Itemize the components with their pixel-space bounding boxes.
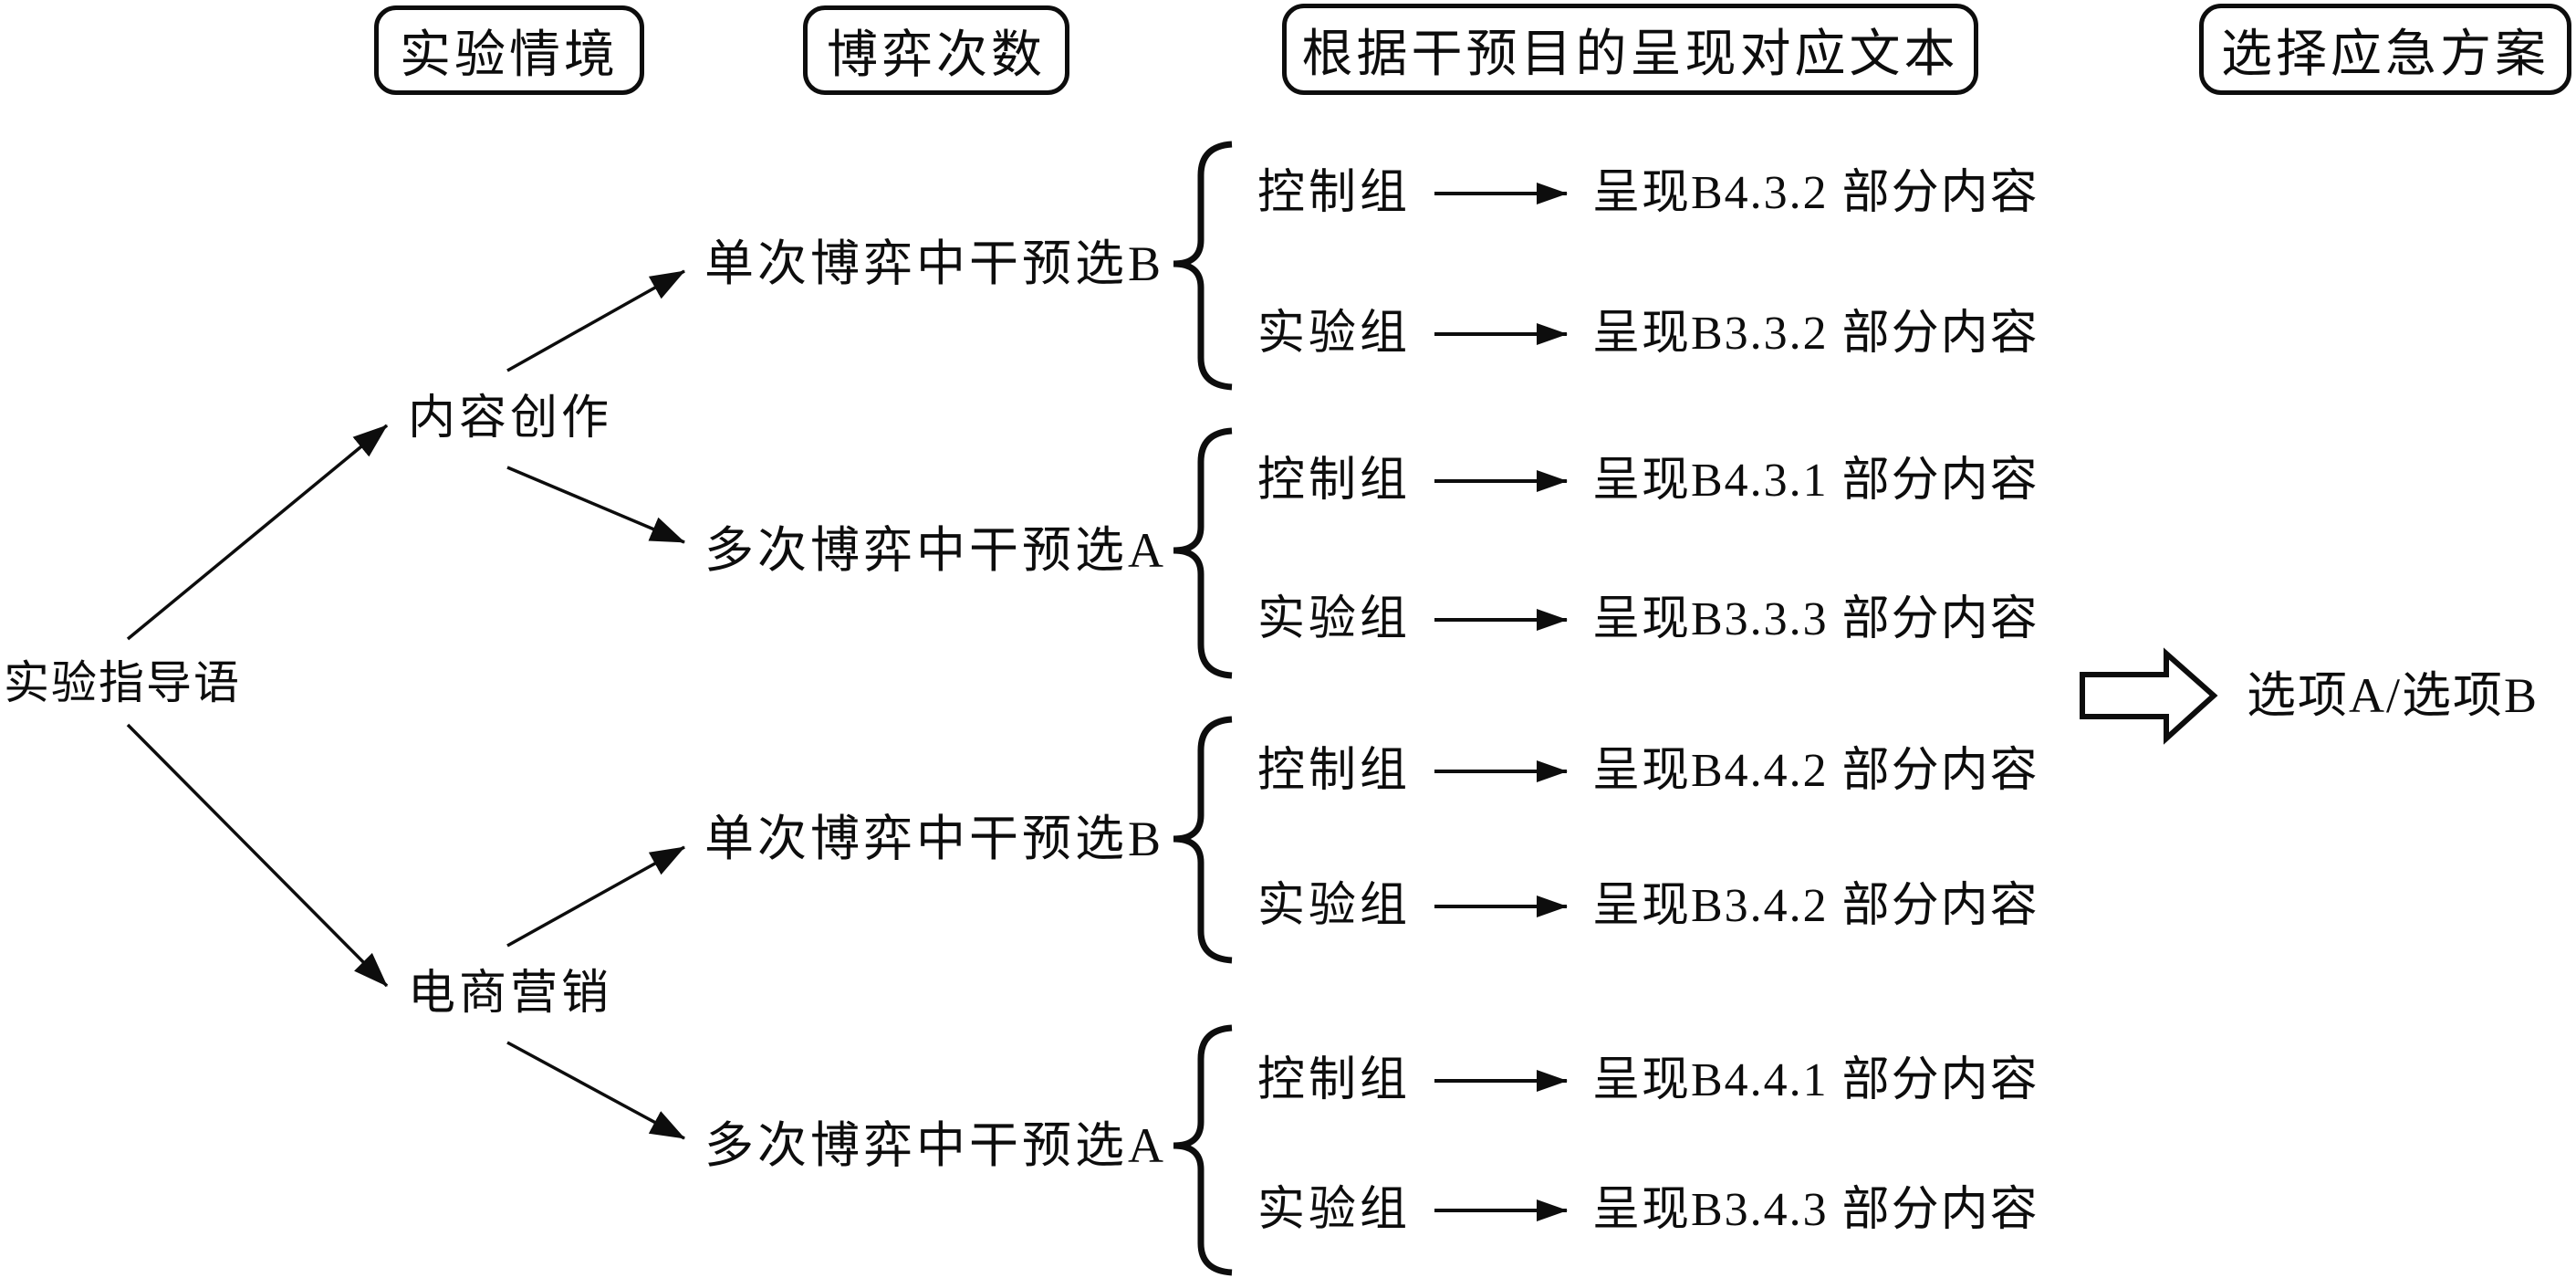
group-label: 控制组 [1257,745,1412,797]
outcome-option-a-or-b: 选项A/选项B [2247,668,2539,723]
arrow-content-to-multi-game [506,466,685,544]
output-label: 呈现B4.3.1 部分内容 [1592,455,2039,507]
output-label: 呈现B3.4.3 部分内容 [1592,1184,2039,1236]
group-label: 控制组 [1257,167,1412,219]
column-header-label: 博弈次数 [827,26,1046,84]
game-node-single-round-b: 单次博弈中干预选B [704,812,1165,866]
game-node-multi-round-a: 多次博弈中干预选A [704,1118,1167,1173]
output-label: 呈现B3.3.2 部分内容 [1592,308,2039,360]
output-label: 呈现B4.4.2 部分内容 [1592,745,2039,797]
arrow-content-to-single-game [506,269,685,372]
game-node-single-round-b: 单次博弈中干预选B [704,236,1165,291]
game-node-multi-round-a: 多次博弈中干预选A [704,523,1167,578]
group-brace-3 [1173,716,1233,964]
group-brace-2 [1173,427,1233,679]
output-label: 呈现B4.4.1 部分内容 [1592,1054,2039,1106]
column-header-intervention-text: 根据干预目的呈现对应文本 [1282,4,1978,95]
group-label: 实验组 [1257,880,1412,932]
column-header-contingency-choice: 选择应急方案 [2199,4,2571,95]
output-label: 呈现B3.4.2 部分内容 [1592,880,2039,932]
column-header-label: 实验情境 [400,26,619,84]
output-label: 呈现B4.3.2 部分内容 [1592,167,2039,219]
arrow-root-to-content-creation [126,424,389,641]
arrow-ecommerce-to-single-game [506,845,685,948]
scenario-node-ecommerce-marketing: 电商营销 [408,968,613,1020]
group-brace-1 [1173,141,1233,391]
output-label: 呈现B3.3.3 部分内容 [1592,593,2039,645]
column-header-label: 选择应急方案 [2221,26,2550,83]
column-header-label: 根据干预目的呈现对应文本 [1301,26,1959,83]
group-brace-4 [1173,1024,1233,1276]
block-arrow-icon [2080,647,2218,745]
arrow-ecommerce-to-multi-game [506,1041,685,1140]
root-node-experiment-instruction: 实验指导语 [4,657,241,708]
scenario-node-content-creation: 内容创作 [408,393,613,445]
group-label: 控制组 [1257,455,1412,507]
group-label: 实验组 [1257,308,1412,360]
group-label: 控制组 [1257,1054,1412,1106]
column-header-experiment-context: 实验情境 [374,5,644,95]
column-header-game-rounds: 博弈次数 [803,5,1069,95]
group-label: 实验组 [1257,593,1412,645]
group-label: 实验组 [1257,1184,1412,1236]
arrow-root-to-ecommerce [126,723,389,988]
